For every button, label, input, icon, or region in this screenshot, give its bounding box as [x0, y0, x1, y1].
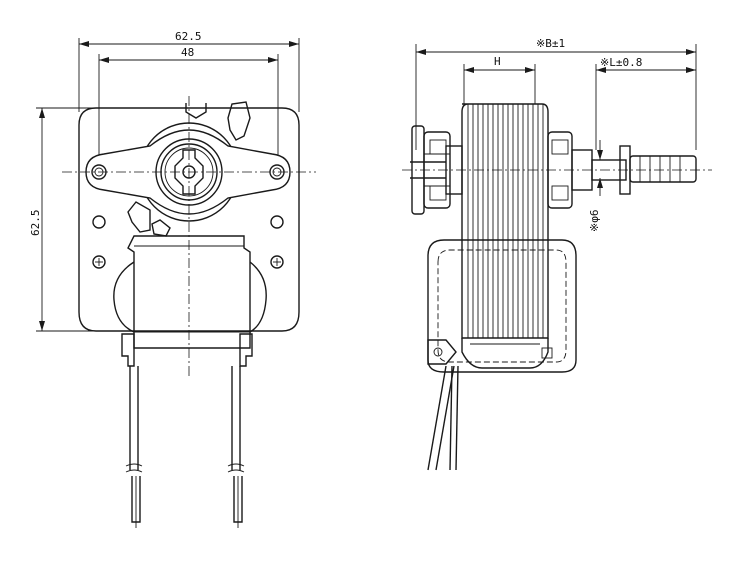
- shaft: [591, 145, 697, 195]
- side-view: ※B±1 H ※L±0.8 ※φ6: [402, 37, 712, 471]
- coil-bottom: [461, 338, 549, 369]
- left-bearing: [410, 125, 463, 215]
- dim-hole-spacing-label: 48: [181, 46, 194, 59]
- dim-total-length: ※B±1: [415, 37, 697, 150]
- lamination-stack: [461, 103, 549, 339]
- mounting-plate: [78, 107, 300, 332]
- lower-frame: [427, 239, 577, 373]
- lower-clip-left: [127, 201, 151, 233]
- dim-shaft-length-label: ※L±0.8: [600, 56, 642, 69]
- terminal-left: [121, 333, 135, 367]
- dim-stack-height-label: H: [494, 55, 501, 68]
- coil-right-bulge: [249, 261, 267, 333]
- lower-frame-dashed: [437, 249, 567, 363]
- dim-hole-spacing: 48: [98, 46, 279, 170]
- top-clip-right: [227, 101, 251, 141]
- lead-wires-front: [125, 366, 245, 528]
- dim-shaft-diameter: ※φ6: [588, 140, 603, 232]
- coil-body: [127, 235, 251, 349]
- dim-shaft-diameter-label: ※φ6: [588, 210, 601, 232]
- dim-overall-height-label: 62.5: [29, 210, 42, 237]
- dim-overall-width: 62.5: [78, 30, 300, 112]
- lead-wires-side: [427, 365, 459, 471]
- dim-stack-height: H: [463, 55, 536, 104]
- top-clip-left: [185, 103, 207, 119]
- lamination-lines: [467, 104, 544, 338]
- dim-shaft-length: ※L±0.8: [595, 56, 696, 150]
- coil-left-bulge: [113, 261, 135, 333]
- dim-total-length-label: ※B±1: [536, 37, 565, 50]
- front-view: 62.5 48 62.5: [29, 30, 316, 528]
- dim-overall-width-label: 62.5: [175, 30, 202, 43]
- plate-holes: [92, 215, 284, 269]
- terminal-side: [427, 339, 457, 365]
- dim-overall-height: 62.5: [29, 107, 96, 332]
